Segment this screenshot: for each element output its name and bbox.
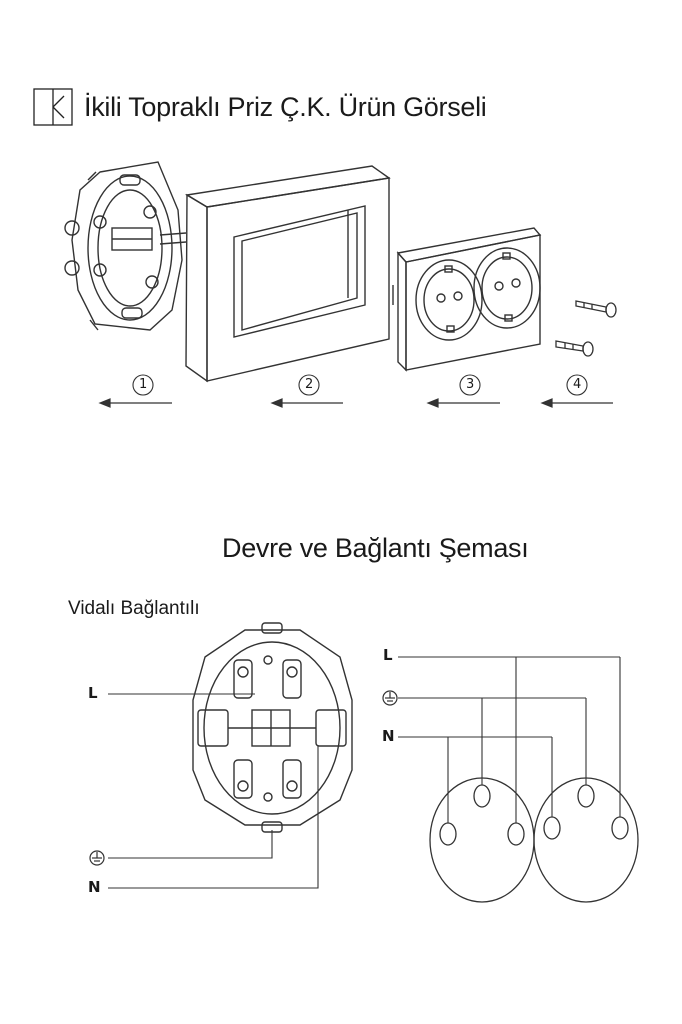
earth-ground-icon [382,690,398,706]
step-number-4: 4 [573,377,582,392]
step-circle-3 [459,374,481,396]
step-number-1: 1 [139,377,148,392]
schematic-wires [398,656,621,823]
screws-illustration [555,300,617,357]
right-neutral-label: N [382,727,395,745]
socket-back-view [192,622,353,833]
step-circle-2 [298,374,320,396]
right-live-label: L [383,646,393,664]
step-circle-4 [566,374,588,396]
wall-switch-symbol-icon [33,88,73,126]
double-cover-plate-illustration [392,227,542,372]
step-number-2: 2 [305,377,314,392]
left-neutral-label: N [88,878,101,896]
schematic-sockets [429,777,639,903]
left-live-label: L [88,684,98,702]
arrow-left-icon [98,398,613,408]
wiring-section-title: Devre ve Bağlantı Şeması [222,533,529,563]
earth-ground-icon [89,850,105,866]
page-title: İkili Topraklı Priz Ç.K. Ürün Görseli [84,92,487,122]
step-number-3: 3 [466,377,475,392]
socket-mechanism-illustration [64,161,187,331]
left-wires [108,693,319,889]
step-circle-1 [132,374,154,396]
connection-type-label: Vidalı Bağlantılı [68,598,200,619]
frame-illustration [184,165,391,383]
